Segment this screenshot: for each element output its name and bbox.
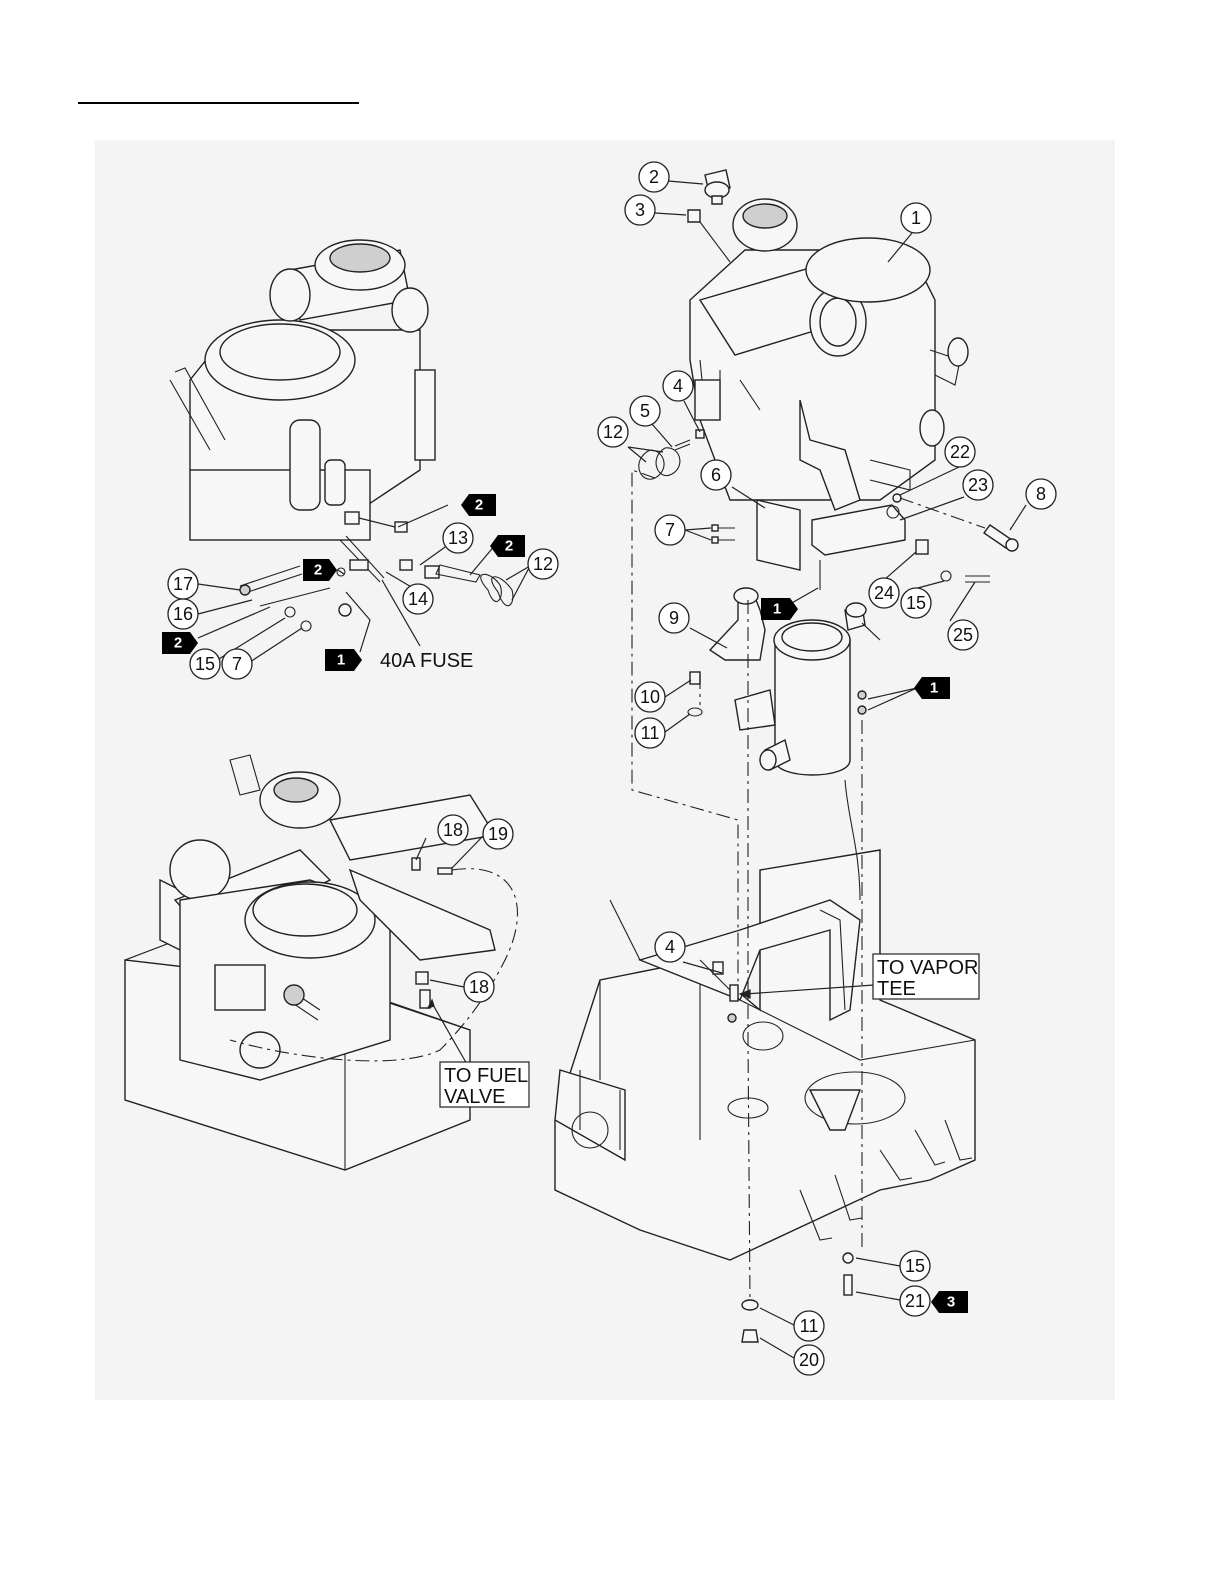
svg-text:1: 1 bbox=[773, 601, 781, 618]
ref-tag-2-left-center: 2 bbox=[303, 559, 337, 581]
callout-4-lower: 4 bbox=[655, 932, 685, 962]
fuse-label: 40A FUSE bbox=[380, 650, 473, 672]
callout-18-upper: 18 bbox=[438, 815, 468, 845]
svg-text:18: 18 bbox=[469, 977, 489, 997]
svg-text:4: 4 bbox=[673, 376, 683, 396]
ref-tag-1-left: 1 bbox=[325, 649, 362, 671]
svg-text:TEE: TEE bbox=[877, 978, 916, 1000]
callout-3-nut: 3 bbox=[625, 195, 655, 225]
svg-text:22: 22 bbox=[950, 442, 970, 462]
callout-12-right: 12 bbox=[598, 417, 628, 447]
svg-text:8: 8 bbox=[1036, 484, 1046, 504]
callout-23: 23 bbox=[963, 470, 993, 500]
ref-tag-2-left-mid: 2 bbox=[490, 535, 525, 557]
svg-text:3: 3 bbox=[947, 1294, 955, 1311]
callout-25: 25 bbox=[948, 620, 978, 650]
callout-7-right: 7 bbox=[655, 515, 685, 545]
svg-text:TO VAPOR: TO VAPOR bbox=[877, 957, 979, 979]
callout-24: 24 bbox=[869, 578, 899, 608]
svg-text:3: 3 bbox=[635, 200, 645, 220]
svg-text:15: 15 bbox=[905, 1256, 925, 1276]
callout-9: 9 bbox=[659, 603, 689, 633]
callout-6: 6 bbox=[701, 460, 731, 490]
svg-text:1: 1 bbox=[911, 208, 921, 228]
callout-16: 16 bbox=[168, 599, 198, 629]
callout-4-upper: 4 bbox=[663, 371, 693, 401]
callout-13: 13 bbox=[443, 523, 473, 553]
callout-7-left: 7 bbox=[222, 649, 252, 679]
ref-tag-1-right-center: 1 bbox=[761, 598, 798, 620]
svg-text:11: 11 bbox=[641, 723, 660, 743]
svg-text:7: 7 bbox=[665, 520, 675, 540]
vapor-tee-note: TO VAPOR TEE bbox=[873, 954, 979, 1000]
callout-11-upper: 11 bbox=[635, 718, 665, 748]
svg-text:20: 20 bbox=[799, 1350, 819, 1370]
callout-11-lower: 11 bbox=[794, 1311, 824, 1341]
callout-12-left: 12 bbox=[528, 549, 558, 579]
callout-1-engine: 1 bbox=[901, 203, 931, 233]
svg-text:15: 15 bbox=[195, 654, 215, 674]
ref-tag-1-right: 1 bbox=[914, 677, 950, 699]
callout-15-lower-right: 15 bbox=[900, 1251, 930, 1281]
ref-tag-2-upper-left: 2 bbox=[461, 494, 496, 516]
svg-text:21: 21 bbox=[905, 1291, 925, 1311]
svg-text:7: 7 bbox=[232, 654, 242, 674]
callout-2-starter: 2 bbox=[639, 162, 669, 192]
svg-text:12: 12 bbox=[603, 422, 623, 442]
svg-text:2: 2 bbox=[475, 497, 483, 514]
svg-text:10: 10 bbox=[640, 687, 660, 707]
callout-18-lower: 18 bbox=[464, 972, 494, 1002]
svg-text:14: 14 bbox=[408, 589, 428, 609]
svg-text:23: 23 bbox=[968, 475, 988, 495]
svg-text:2: 2 bbox=[505, 538, 513, 555]
callout-22: 22 bbox=[945, 437, 975, 467]
svg-text:16: 16 bbox=[173, 604, 193, 624]
svg-text:1: 1 bbox=[337, 652, 345, 669]
callout-8: 8 bbox=[1026, 479, 1056, 509]
svg-text:2: 2 bbox=[174, 635, 182, 652]
svg-text:19: 19 bbox=[488, 824, 508, 844]
svg-text:9: 9 bbox=[669, 608, 679, 628]
svg-text:2: 2 bbox=[314, 562, 322, 579]
ref-tag-2-left-bottom: 2 bbox=[162, 632, 198, 654]
callout-20: 20 bbox=[794, 1345, 824, 1375]
svg-text:24: 24 bbox=[874, 583, 894, 603]
svg-text:15: 15 bbox=[906, 593, 926, 613]
svg-text:5: 5 bbox=[640, 401, 650, 421]
svg-text:6: 6 bbox=[711, 465, 721, 485]
svg-text:17: 17 bbox=[173, 574, 193, 594]
exploded-view-right bbox=[555, 170, 1026, 1358]
callout-21: 21 bbox=[900, 1286, 930, 1316]
svg-text:12: 12 bbox=[533, 554, 553, 574]
callout-15-left: 15 bbox=[190, 649, 220, 679]
callout-17: 17 bbox=[168, 569, 198, 599]
svg-text:25: 25 bbox=[953, 625, 973, 645]
callout-10: 10 bbox=[635, 682, 665, 712]
callout-5: 5 bbox=[630, 396, 660, 426]
svg-text:1: 1 bbox=[930, 680, 938, 697]
callout-19: 19 bbox=[483, 819, 513, 849]
svg-text:11: 11 bbox=[800, 1316, 819, 1336]
svg-text:VALVE: VALVE bbox=[444, 1086, 506, 1108]
svg-text:4: 4 bbox=[665, 937, 675, 957]
svg-text:13: 13 bbox=[448, 528, 468, 548]
engine-view-top-left bbox=[170, 240, 530, 662]
svg-text:2: 2 bbox=[649, 167, 659, 187]
callout-15-upper-right: 15 bbox=[901, 588, 931, 618]
fuel-valve-note: TO FUEL VALVE bbox=[440, 1062, 529, 1108]
svg-text:TO FUEL: TO FUEL bbox=[444, 1065, 528, 1087]
ref-tag-3: 3 bbox=[931, 1291, 968, 1313]
svg-text:18: 18 bbox=[443, 820, 463, 840]
callout-14: 14 bbox=[403, 584, 433, 614]
